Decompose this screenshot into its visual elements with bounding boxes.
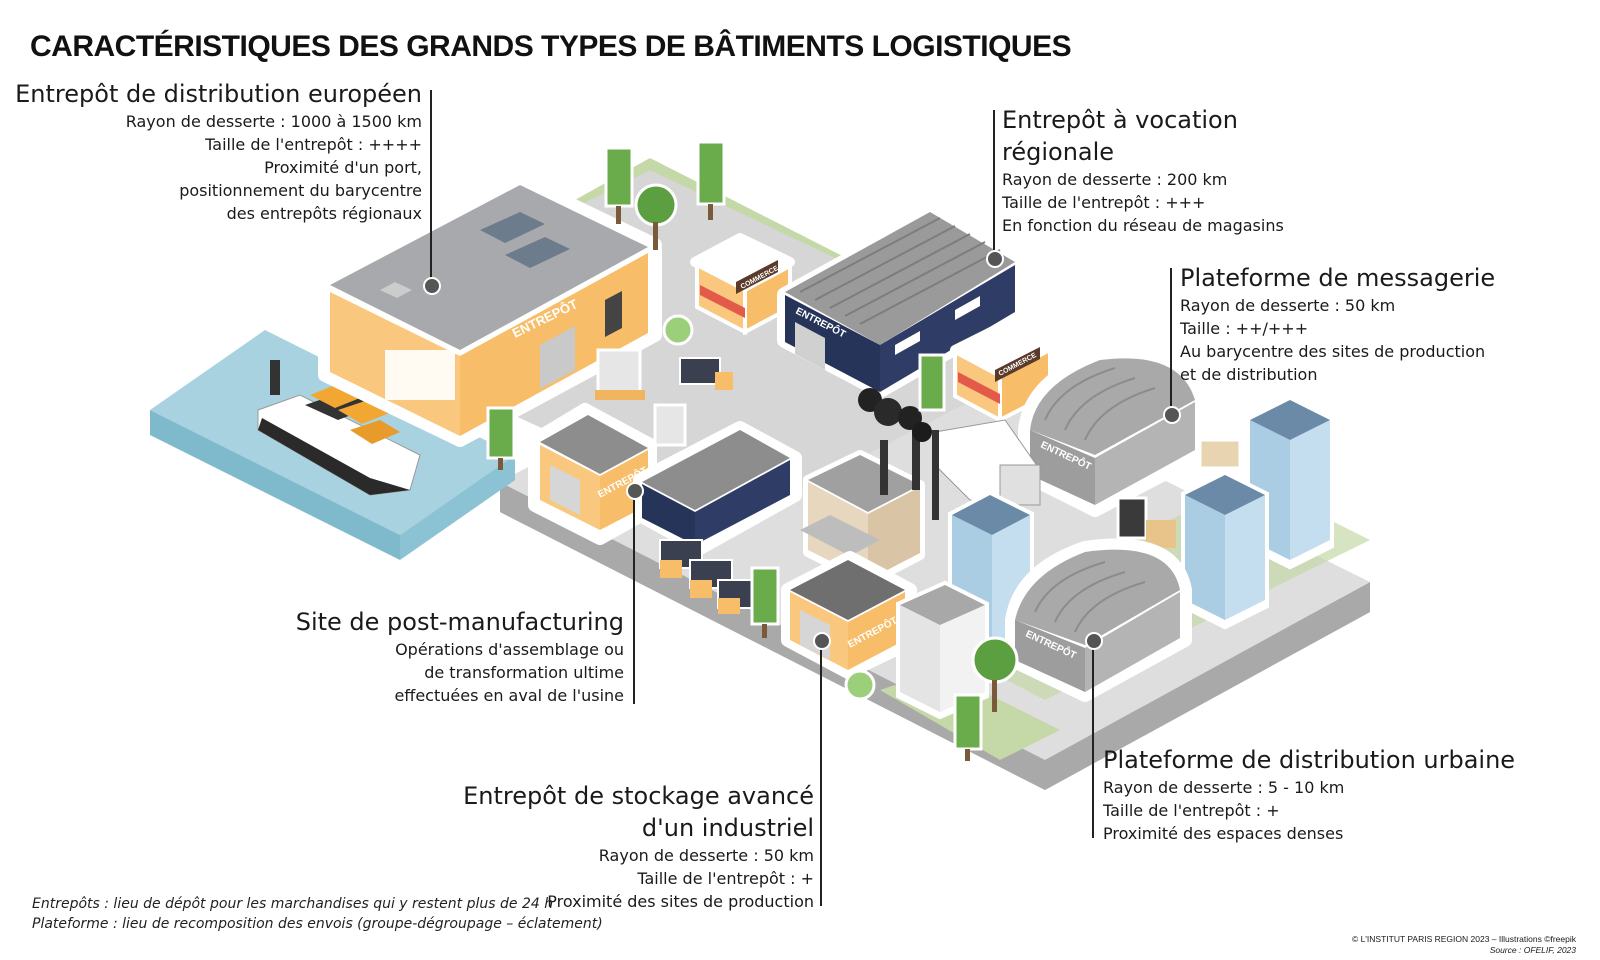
callout-post-heading: Site de post-manufacturing [295, 608, 624, 636]
marker-industriel [813, 632, 831, 650]
european-warehouse: ENTREPÔT [318, 173, 662, 447]
callout-european: Entrepôt de distribution européen Rayon … [15, 78, 422, 225]
callout-messagerie: Plateforme de messagerie Rayon de desser… [1180, 262, 1495, 386]
post-manufacturing-warehouses: ENTREPÔT [528, 403, 802, 555]
callout-regional-heading-2: régionale [1002, 138, 1115, 166]
callout-post-line-2: de transformation ultime [424, 663, 624, 682]
callout-messagerie-line-4: et de distribution [1180, 365, 1318, 384]
urban-hangar: ENTREPÔT [1005, 538, 1192, 702]
regional-warehouse: ENTREPÔT [777, 202, 1028, 398]
callout-european-line-4: positionnement du barycentre [179, 181, 422, 200]
callout-urbaine-line-2: Taille de l'entrepôt : + [1103, 801, 1280, 820]
callout-post: Site de post-manufacturing Opérations d'… [296, 606, 624, 707]
callout-industriel-heading-1: Entrepôt de stockage avancé [463, 782, 814, 810]
leader-european [430, 90, 432, 286]
callout-regional-line-1: Rayon de desserte : 200 km [1002, 170, 1228, 189]
credits: © L'INSTITUT PARIS REGION 2023 – Illustr… [1352, 934, 1576, 956]
marker-post [626, 482, 644, 500]
commerce-shop-right: COMMERCE [950, 320, 1055, 424]
trees-back [486, 140, 726, 470]
callout-urbaine-line-1: Rayon de desserte : 5 - 10 km [1103, 778, 1345, 797]
callout-industriel-heading-2: d'un industriel [641, 814, 814, 842]
page-title: CARACTÉRISTIQUES DES GRANDS TYPES DE BÂT… [30, 30, 1072, 63]
callout-industriel-line-1: Rayon de desserte : 50 km [598, 846, 814, 865]
definitions-notes: Entrepôts : lieu de dépôt pour les march… [32, 894, 603, 934]
leader-industriel [820, 640, 822, 906]
factory [800, 388, 939, 587]
callout-messagerie-line-3: Au barycentre des sites de production [1180, 342, 1486, 361]
callout-regional-line-3: En fonction du réseau de magasins [1002, 216, 1284, 235]
apartment-buildings-center [896, 490, 1034, 720]
callout-industriel-line-2: Taille de l'entrepôt : + [637, 869, 814, 888]
marker-messagerie [1163, 406, 1181, 424]
commerce-shop-back: COMMERCE [690, 233, 795, 336]
callout-regional-heading-1: Entrepôt à vocation [1002, 106, 1238, 134]
callout-european-line-1: Rayon de desserte : 1000 à 1500 km [125, 112, 422, 131]
credits-copyright: © L'INSTITUT PARIS REGION 2023 – Illustr… [1351, 934, 1576, 944]
callout-urbaine: Plateforme de distribution urbaine Rayon… [1103, 744, 1515, 845]
marker-regional [986, 250, 1004, 268]
callout-european-heading: Entrepôt de distribution européen [15, 80, 422, 108]
pallets [595, 348, 687, 447]
cargo-ship [257, 360, 421, 496]
stockage-warehouse: ENTREPÔT [781, 551, 917, 679]
callout-post-line-3: effectuées en aval de l'usine [394, 686, 624, 705]
forklift [1116, 438, 1242, 548]
callout-european-line-3: Proximité d'un port, [264, 158, 422, 177]
callout-messagerie-heading: Plateforme de messagerie [1180, 264, 1496, 292]
marker-urbaine [1085, 632, 1103, 650]
messagerie-hangar: ENTREPÔT [1018, 346, 1207, 517]
credits-source: Source : OFELIF, 2023 [1489, 945, 1576, 955]
callout-messagerie-line-2: Taille : ++/+++ [1180, 319, 1309, 338]
apartment-buildings-right [1181, 395, 1334, 630]
note-entrepots: Entrepôts : lieu de dépôt pour les march… [32, 896, 554, 912]
note-plateforme: Plateforme : lieu de recomposition des e… [32, 916, 603, 932]
callout-industriel: Entrepôt de stockage avancé d'un industr… [463, 780, 814, 913]
callout-industriel-line-3: Proximité des sites de production [547, 892, 814, 911]
callout-urbaine-line-3: Proximité des espaces denses [1103, 824, 1344, 843]
callout-post-line-1: Opérations d'assemblage ou [395, 640, 624, 659]
leader-regional [993, 110, 995, 258]
marker-european [423, 277, 441, 295]
leader-post [633, 490, 635, 704]
trees-front [662, 314, 1019, 761]
callout-european-line-5: des entrepôts régionaux [226, 204, 422, 223]
leader-messagerie [1170, 268, 1172, 414]
callout-messagerie-line-1: Rayon de desserte : 50 km [1180, 296, 1396, 315]
callout-regional: Entrepôt à vocation régionale Rayon de d… [1002, 104, 1284, 237]
callout-european-line-2: Taille de l'entrepôt : ++++ [205, 135, 422, 154]
callout-urbaine-heading: Plateforme de distribution urbaine [1103, 746, 1516, 774]
callout-regional-line-2: Taille de l'entrepôt : +++ [1002, 193, 1206, 212]
leader-urbaine [1092, 640, 1094, 838]
